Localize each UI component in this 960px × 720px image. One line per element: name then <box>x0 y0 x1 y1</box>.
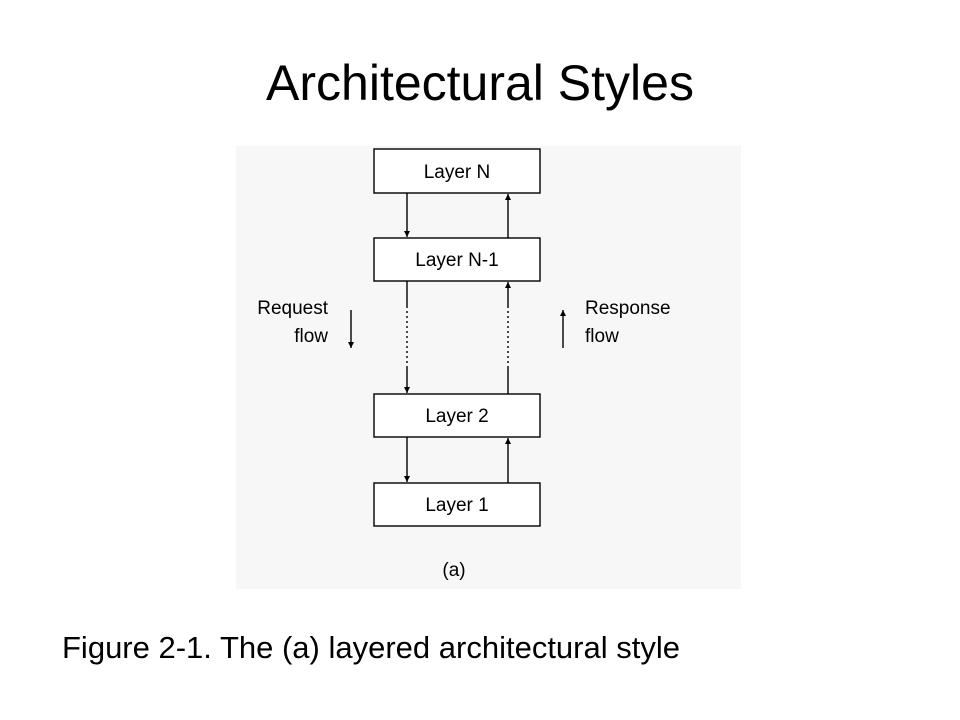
request-flow-label: Request <box>257 298 328 319</box>
layer-label: Layer N-1 <box>415 250 498 271</box>
layer-box <box>373 393 541 438</box>
subfigure-label: (a) <box>442 560 465 581</box>
figure-caption: Figure 2-1. The (a) layered architectura… <box>62 630 680 665</box>
layer-label: Layer N <box>424 162 491 183</box>
layer-label: Layer 1 <box>425 495 488 516</box>
slide-title: Architectural Styles <box>266 55 694 111</box>
request-flow-label: flow <box>294 326 328 347</box>
layer-box <box>373 482 541 527</box>
layer-label: Layer 2 <box>425 406 488 427</box>
response-flow-label: Response <box>585 298 671 319</box>
layered-architecture-diagram: Layer N Layer N-1 Layer 2 Layer 1 Reques… <box>236 146 741 589</box>
layer-box <box>373 237 541 282</box>
layer-box <box>373 148 541 194</box>
response-flow-label: flow <box>585 326 619 347</box>
